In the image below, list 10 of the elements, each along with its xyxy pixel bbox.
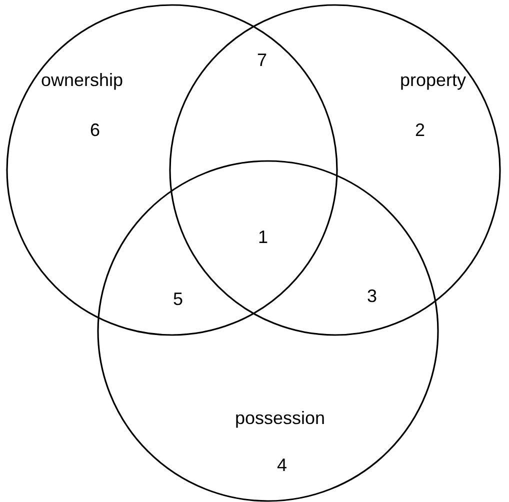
region-number: 3 bbox=[367, 287, 377, 305]
region-number: 7 bbox=[257, 51, 267, 69]
set-label: ownership bbox=[40, 71, 124, 89]
region-number: 6 bbox=[90, 121, 100, 139]
region-number: 5 bbox=[173, 290, 183, 308]
region-number: 4 bbox=[277, 456, 287, 474]
set-label: possession bbox=[234, 409, 326, 427]
set-label: property bbox=[400, 71, 466, 89]
region-number: 1 bbox=[258, 228, 268, 246]
region-number: 2 bbox=[415, 121, 425, 139]
